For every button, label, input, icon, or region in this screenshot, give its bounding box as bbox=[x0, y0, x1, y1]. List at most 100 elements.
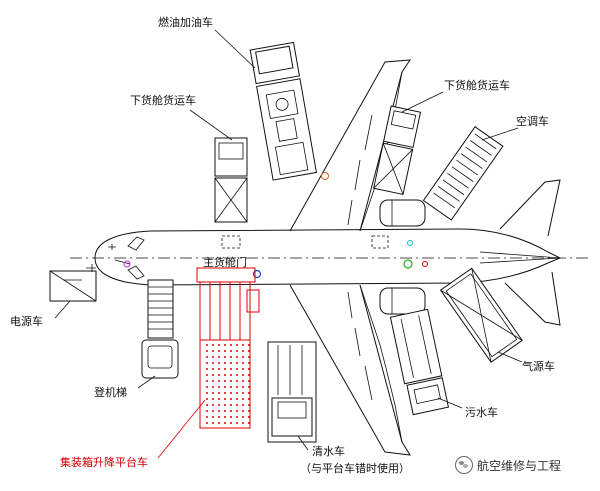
ground-power-unit bbox=[49, 264, 97, 302]
platform-dot bbox=[206, 404, 208, 406]
label-air-conditioning: 空调车 bbox=[516, 114, 549, 128]
platform-dot bbox=[248, 410, 250, 412]
platform-dot bbox=[248, 416, 250, 418]
platform-dot bbox=[224, 344, 226, 346]
platform-dot bbox=[224, 356, 226, 358]
platform-dot bbox=[236, 422, 238, 424]
platform-dot bbox=[236, 386, 238, 388]
container-lift-truck bbox=[196, 267, 260, 429]
platform-dot bbox=[218, 350, 220, 352]
platform-dot bbox=[236, 410, 238, 412]
platform-dot bbox=[230, 410, 232, 412]
sewage-point-marker bbox=[422, 261, 428, 267]
platform-dot bbox=[218, 416, 220, 418]
platform-dot bbox=[248, 392, 250, 394]
platform-dot bbox=[248, 380, 250, 382]
platform-dot bbox=[218, 362, 220, 364]
platform-dot bbox=[248, 404, 250, 406]
label-boarding-stairs: 登机梯 bbox=[94, 385, 127, 399]
platform-dot bbox=[224, 350, 226, 352]
horizontal-stabilizer bbox=[504, 271, 561, 326]
platform-dot bbox=[242, 344, 244, 346]
vertical-tail bbox=[499, 179, 561, 237]
platform-dot bbox=[224, 392, 226, 394]
platform-dot bbox=[224, 410, 226, 412]
platform-dot bbox=[242, 386, 244, 388]
label-water-truck: 清水车 bbox=[312, 444, 345, 458]
platform-dot bbox=[224, 362, 226, 364]
engine-upper bbox=[379, 199, 426, 227]
lower-wing-spoiler bbox=[347, 291, 373, 401]
platform-dot bbox=[236, 404, 238, 406]
boarding-stairs bbox=[141, 279, 179, 379]
platform-dot bbox=[212, 392, 214, 394]
leader-water-truck bbox=[297, 435, 309, 451]
platform-dot bbox=[230, 398, 232, 400]
nose-gear bbox=[108, 244, 116, 250]
platform-dot bbox=[242, 374, 244, 376]
platform-dot bbox=[206, 386, 208, 388]
platform-dot bbox=[236, 356, 238, 358]
platform-dot bbox=[212, 362, 214, 364]
platform-dot bbox=[224, 380, 226, 382]
platform-dot bbox=[224, 374, 226, 376]
aircon-point-marker bbox=[407, 240, 413, 246]
platform-dot bbox=[218, 356, 220, 358]
platform-dot bbox=[230, 422, 232, 424]
platform-dot bbox=[224, 422, 226, 424]
platform-dot bbox=[242, 356, 244, 358]
leader-container-lift bbox=[157, 399, 206, 459]
platform-dot bbox=[206, 344, 208, 346]
platform-dot bbox=[224, 368, 226, 370]
leader-lower-cargo-right bbox=[401, 91, 444, 113]
label-sewage: 污水车 bbox=[465, 405, 498, 419]
platform-dot bbox=[242, 350, 244, 352]
platform-dot bbox=[242, 416, 244, 418]
fuel-point-marker bbox=[321, 172, 329, 180]
platform-dot-pattern bbox=[206, 344, 250, 424]
platform-dot bbox=[218, 392, 220, 394]
platform-dot bbox=[242, 410, 244, 412]
platform-dot bbox=[248, 422, 250, 424]
platform-dot bbox=[230, 374, 232, 376]
lower-cargo-loader-left bbox=[214, 137, 248, 223]
platform-dot bbox=[224, 416, 226, 418]
platform-dot bbox=[212, 380, 214, 382]
leader-sewage bbox=[437, 397, 463, 409]
platform-dot bbox=[230, 386, 232, 388]
cockpit-window bbox=[127, 236, 145, 251]
platform-dot bbox=[236, 368, 238, 370]
platform-dot bbox=[224, 398, 226, 400]
watermark-text: 航空维修与工程 bbox=[477, 458, 562, 473]
aircraft bbox=[70, 59, 590, 456]
platform-dot bbox=[236, 380, 238, 382]
platform-dot bbox=[236, 416, 238, 418]
aft-cargo-hatch bbox=[371, 235, 389, 249]
platform-dot bbox=[248, 398, 250, 400]
label-fuel-truck: 燃油加油车 bbox=[158, 15, 213, 29]
label-lower-cargo-left: 下货舱货运车 bbox=[130, 93, 196, 107]
leader-boarding-stairs bbox=[137, 375, 156, 389]
platform-dot bbox=[242, 362, 244, 364]
lower-wing-flap bbox=[359, 284, 403, 443]
watermark: 航空维修与工程 bbox=[455, 456, 561, 474]
platform-dot bbox=[218, 344, 220, 346]
platform-dot bbox=[242, 392, 244, 394]
platform-dot bbox=[248, 386, 250, 388]
fuel-truck bbox=[249, 41, 318, 181]
label-container-lift: 集装箱升降平台车 bbox=[60, 455, 148, 469]
platform-dot bbox=[230, 350, 232, 352]
main-door-marker bbox=[252, 269, 262, 279]
platform-dot bbox=[236, 392, 238, 394]
platform-dot bbox=[248, 368, 250, 370]
air-source-truck bbox=[439, 267, 523, 363]
platform-dot bbox=[248, 374, 250, 376]
platform-dot bbox=[230, 404, 232, 406]
platform-dot bbox=[218, 404, 220, 406]
platform-dot bbox=[212, 350, 214, 352]
air-source-marker bbox=[403, 259, 413, 269]
leader-air-source bbox=[497, 351, 523, 363]
platform-dot bbox=[218, 386, 220, 388]
platform-dot bbox=[206, 356, 208, 358]
